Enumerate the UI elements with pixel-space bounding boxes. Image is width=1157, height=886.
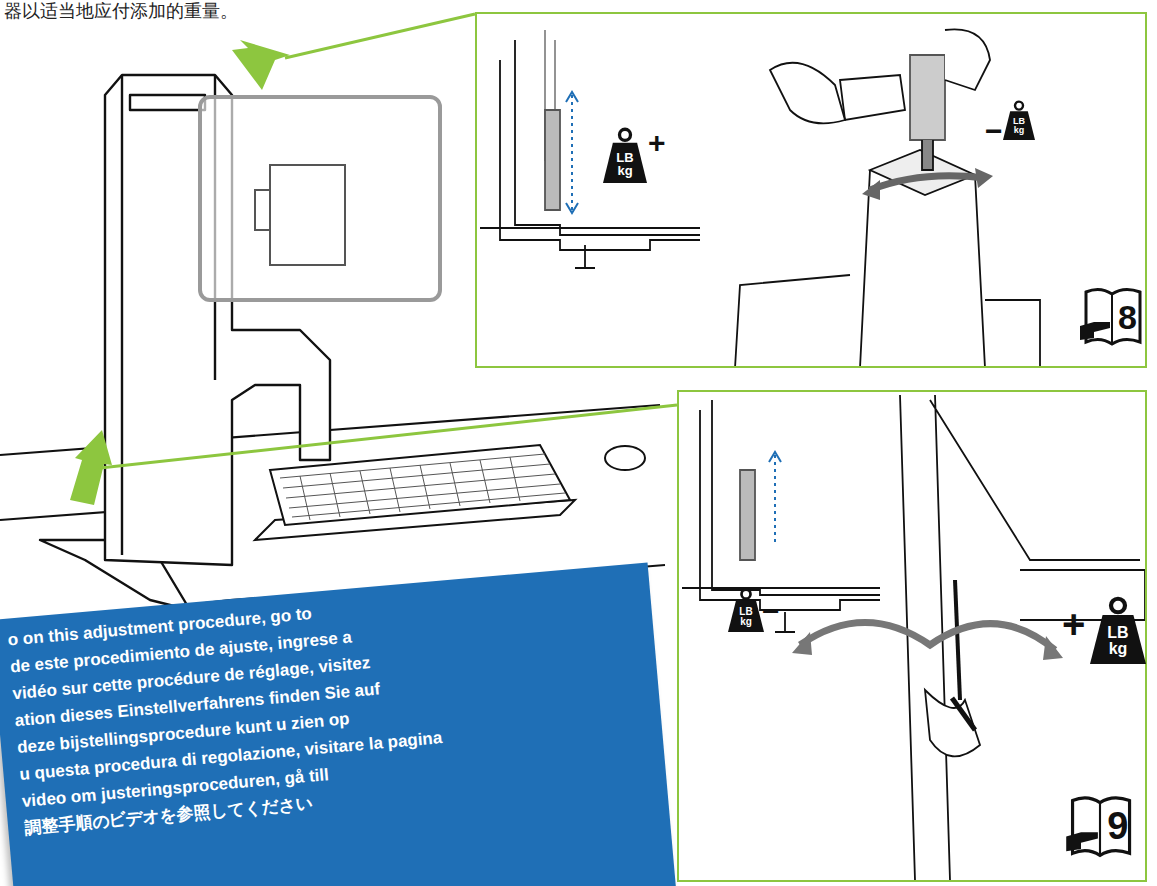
weight-icon: LB kg	[1090, 596, 1146, 664]
clamp	[575, 245, 595, 268]
book-spine	[1099, 803, 1101, 856]
weight-ring	[620, 129, 631, 140]
weight-icon: LB kg	[1003, 100, 1035, 140]
instruction-text: 器以适当地应付添加的重量。	[4, 2, 238, 20]
leader-line	[285, 14, 475, 58]
hex-key	[952, 698, 975, 730]
panel-8-art	[480, 29, 1040, 368]
video-note: o on this adjustment procedure, go tode …	[0, 562, 684, 886]
leader-line	[100, 405, 677, 468]
book-spine	[1111, 294, 1113, 344]
weight-label-box: LB kg	[728, 602, 764, 632]
leader-lines	[70, 14, 677, 505]
side-view	[712, 400, 880, 595]
key-rows	[280, 454, 565, 517]
column	[860, 170, 985, 368]
keys	[280, 454, 565, 520]
weight-unit: LB kg	[739, 607, 752, 627]
weight-label-box: LB kg	[1003, 113, 1035, 140]
keyboard	[270, 445, 570, 525]
mouse	[605, 446, 645, 470]
step-number: 9	[1107, 807, 1128, 845]
pointing-hand	[1080, 322, 1110, 340]
rotate-arrow	[870, 176, 985, 190]
book-outline	[1086, 289, 1140, 344]
panel-9-art	[682, 395, 1145, 880]
drill	[910, 55, 945, 140]
side-view	[500, 60, 700, 250]
weight-label-box: LB kg	[603, 145, 647, 183]
book-outline	[1073, 798, 1130, 856]
weight-sign: −	[762, 596, 780, 626]
weight-body	[1090, 615, 1146, 664]
hand	[770, 63, 845, 124]
weight-label-box: LB kg	[1090, 618, 1146, 664]
weight-sign: +	[1062, 604, 1085, 644]
green-arrow	[70, 430, 112, 505]
stand-cap	[130, 95, 205, 110]
monitor	[200, 97, 440, 300]
weight-sign: +	[648, 128, 666, 158]
desk-line	[480, 227, 700, 229]
weight-body	[1003, 111, 1035, 140]
rotate-arrow-head	[862, 168, 993, 200]
monitor-edge	[985, 300, 1040, 368]
desk-line	[682, 587, 880, 589]
motion-arrow	[774, 455, 776, 545]
step-number: 8	[1118, 300, 1137, 334]
key-cols	[300, 457, 520, 520]
keyboard-tray	[255, 445, 645, 540]
monitor-edge	[735, 275, 850, 368]
weight-ring	[742, 590, 751, 599]
motion-arrow	[571, 95, 573, 210]
rotate-arrow-head	[792, 632, 1063, 660]
weight-ring	[1111, 599, 1125, 613]
cover	[840, 75, 905, 120]
weight-ring	[1015, 102, 1023, 110]
hand	[925, 690, 980, 756]
motion-arrow	[566, 92, 578, 213]
weight-body	[728, 600, 764, 632]
hand	[945, 29, 990, 90]
monitor-mount	[255, 190, 270, 230]
drill-bit	[922, 140, 933, 170]
weight-unit: LB kg	[1013, 117, 1025, 135]
motion-arrow	[769, 452, 781, 462]
monitor-mount	[270, 165, 345, 265]
weight-unit: LB kg	[616, 151, 633, 177]
pointing-hand	[1066, 832, 1098, 851]
hex-key	[955, 580, 960, 700]
weight-unit: LB kg	[1107, 625, 1128, 657]
weight-icon: LB kg	[603, 127, 647, 183]
side-view	[700, 410, 880, 610]
weight-sign: −	[985, 116, 1003, 146]
green-arrow	[232, 40, 290, 90]
rotate-arrow	[800, 623, 1055, 651]
weight-icon: LB kg	[728, 588, 764, 632]
step-panel: 8 LB kg LB kg	[475, 12, 1147, 368]
side-view-column	[545, 110, 560, 210]
side-view-column	[740, 470, 755, 560]
side-view	[515, 40, 700, 235]
weight-body	[603, 143, 647, 183]
